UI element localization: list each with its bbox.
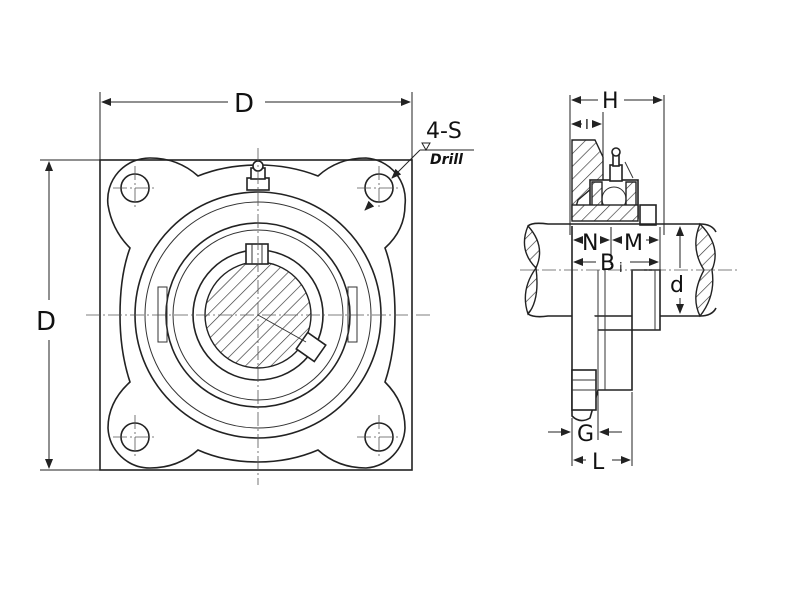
dimension-L: L: [571, 392, 633, 475]
dimension-N-M: N M B i: [571, 227, 661, 276]
width-dim-label: D: [234, 89, 254, 119]
dim-N-label: N: [582, 231, 598, 256]
dim-L-label: L: [592, 450, 605, 475]
front-view: D D: [36, 89, 474, 485]
dimension-d: d: [670, 226, 684, 314]
drill-callout: 4-S Drill: [364, 119, 474, 211]
shaft-top-edge: [527, 222, 717, 233]
holes-note-label: Drill: [430, 152, 463, 168]
shaft-bottom-edge: [527, 307, 717, 318]
dim-B-label: B: [600, 251, 615, 276]
inner-ring-section: [571, 204, 639, 222]
dim-B-subscript: i: [619, 261, 623, 276]
lug-left: [157, 286, 168, 343]
set-screw-top: [245, 243, 269, 265]
dim-d-label: d: [670, 273, 684, 298]
side-view: H I: [520, 89, 740, 475]
dimension-G: G: [548, 392, 622, 447]
dim-I-label: I: [585, 118, 589, 133]
dimension-H: H: [569, 89, 665, 235]
dimension-I: I: [571, 112, 604, 160]
grease-fitting-side-icon: [609, 147, 634, 182]
dim-M-label: M: [624, 231, 643, 256]
dimension-height: D: [36, 159, 100, 471]
dim-H-label: H: [602, 89, 619, 114]
height-dim-label: D: [36, 307, 56, 337]
holes-count-label: 4-S: [426, 119, 462, 144]
set-screw-side: [639, 204, 657, 226]
dim-G-label: G: [577, 422, 594, 447]
lug-right: [347, 286, 358, 343]
dimension-width: D: [99, 89, 413, 160]
shaft-break-left: [523, 224, 541, 316]
set-screw-angled: [295, 331, 327, 363]
